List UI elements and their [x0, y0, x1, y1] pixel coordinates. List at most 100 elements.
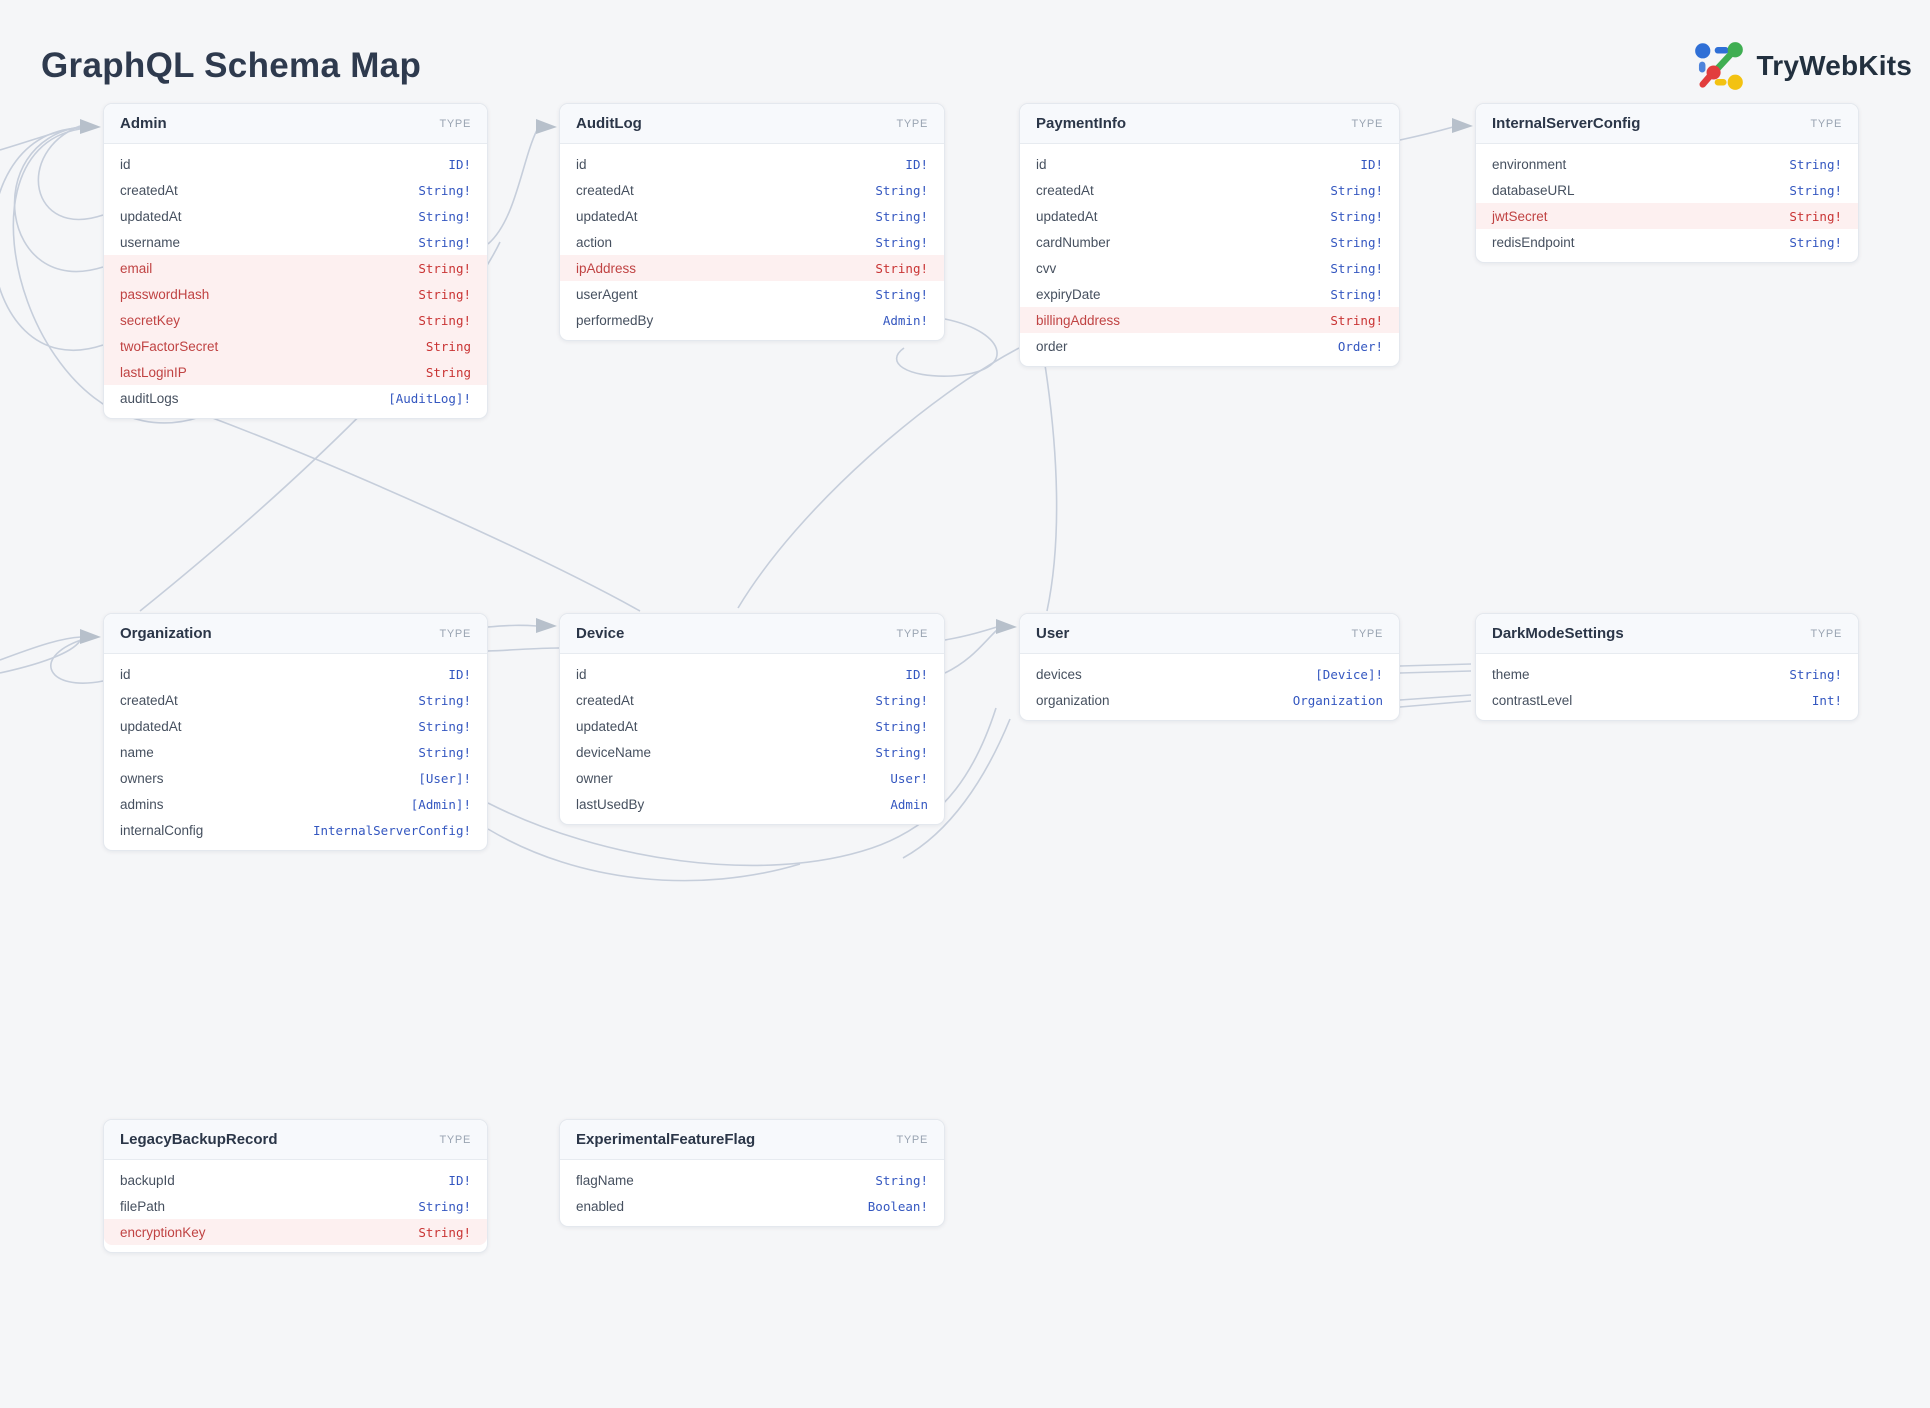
- field-row-auditlog-id[interactable]: idID!: [560, 151, 944, 177]
- field-row-admin-twoFactorSecret[interactable]: twoFactorSecret String: [104, 333, 487, 359]
- field-row-paymentinfo-cvv[interactable]: cvvString!: [1020, 255, 1399, 281]
- field-row-auditlog-performedBy[interactable]: performedByAdmin!: [560, 307, 944, 333]
- field-row-auditlog-updatedAt[interactable]: updatedAt String!: [560, 203, 944, 229]
- field-row-paymentinfo-cardNumber[interactable]: cardNumberString!: [1020, 229, 1399, 255]
- field-row-organization-internalConfig[interactable]: internalConfigInternalServerConfig!: [104, 817, 487, 843]
- entity-card-header: LegacyBackupRecordTYPE: [104, 1120, 487, 1160]
- field-row-auditlog-createdAt[interactable]: createdAtString!: [560, 177, 944, 203]
- field-row-legacybackuprecord-backupId[interactable]: backupIdID!: [104, 1167, 487, 1193]
- field-name: username: [120, 235, 180, 250]
- field-row-device-createdAt[interactable]: createdAtString!: [560, 687, 944, 713]
- entity-name: User: [1036, 625, 1069, 642]
- entity-card-user[interactable]: User TYPE devices[Device]!organizationOrga…: [1019, 613, 1400, 721]
- field-row-user-devices[interactable]: devices[Device]!: [1020, 661, 1399, 687]
- entity-card-paymentinfo[interactable]: PaymentInfoTYPEidID!createdAtString!upda…: [1019, 103, 1400, 367]
- field-row-admin-passwordHash[interactable]: passwordHashString!: [104, 281, 487, 307]
- field-type: String!: [875, 693, 928, 708]
- field-row-organization-id[interactable]: idID!: [104, 661, 487, 687]
- entity-card-darkmodesettings[interactable]: DarkModeSettingsTYPEthemeString!contrast…: [1475, 613, 1859, 721]
- field-type: String!: [418, 745, 471, 760]
- entity-card-internalserverconfig[interactable]: InternalServerConfigTYPEenvironmentStrin…: [1475, 103, 1859, 263]
- field-row-admin-updatedAt[interactable]: updatedAtString!: [104, 203, 487, 229]
- field-row-organization-updatedAt[interactable]: updatedAtString!: [104, 713, 487, 739]
- type-column-label: TYPE: [1351, 118, 1383, 130]
- field-name: id: [576, 667, 587, 682]
- entity-card-device[interactable]: DeviceTYPEidID!createdAtString!updatedAt…: [559, 613, 945, 825]
- entity-card-auditlog[interactable]: AuditLogTYPEidID!createdAtString!updated…: [559, 103, 945, 341]
- field-row-internalserverconfig-redisEndpoint[interactable]: redisEndpointString!: [1476, 229, 1858, 255]
- connector-edge: [0, 637, 81, 660]
- field-row-paymentinfo-order[interactable]: orderOrder!: [1020, 333, 1399, 359]
- field-row-paymentinfo-id[interactable]: idID!: [1020, 151, 1399, 177]
- connector-arrowhead-icon: [536, 119, 557, 134]
- field-row-auditlog-ipAddress[interactable]: ipAddressString!: [560, 255, 944, 281]
- type-column-label: TYPE: [1810, 118, 1842, 130]
- field-type: ID!: [905, 157, 928, 172]
- field-row-device-owner[interactable]: ownerUser!: [560, 765, 944, 791]
- entity-card-experimentalfeatureflag[interactable]: ExperimentalFeatureFlagTYPEflagNameStrin…: [559, 1119, 945, 1227]
- type-column-label: TYPE: [439, 628, 471, 640]
- field-row-experimentalfeatureflag-enabled[interactable]: enabledBoolean!: [560, 1193, 944, 1219]
- field-row-legacybackuprecord-encryptionKey[interactable]: encryptionKeyString!: [104, 1219, 487, 1245]
- field-row-device-deviceName[interactable]: deviceNameString!: [560, 739, 944, 765]
- field-type: String!: [875, 209, 928, 224]
- field-row-internalserverconfig-databaseURL[interactable]: databaseURLString!: [1476, 177, 1858, 203]
- field-row-admin-secretKey[interactable]: secretKeyString!: [104, 307, 487, 333]
- field-row-internalserverconfig-environment[interactable]: environmentString!: [1476, 151, 1858, 177]
- field-name: flagName: [576, 1173, 634, 1188]
- field-row-darkmodesettings-contrastLevel[interactable]: contrastLevelInt!: [1476, 687, 1858, 713]
- field-name: createdAt: [120, 183, 178, 198]
- field-row-admin-lastLoginIP[interactable]: lastLoginIPString: [104, 359, 487, 385]
- entity-card-legacybackuprecord[interactable]: LegacyBackupRecordTYPE backupIdID!filePat…: [103, 1119, 488, 1253]
- entity-card-admin[interactable]: AdminTYPEidID!createdAtString!updatedAtS…: [103, 103, 488, 419]
- field-name: updatedAt: [576, 209, 638, 224]
- field-row-paymentinfo-expiryDate[interactable]: expiryDateString!: [1020, 281, 1399, 307]
- field-type: [AuditLog]!: [388, 391, 471, 406]
- field-row-paymentinfo-createdAt[interactable]: createdAtString!: [1020, 177, 1399, 203]
- page-title: GraphQL Schema Map: [41, 46, 421, 86]
- entity-name: ExperimentalFeatureFlag: [576, 1131, 755, 1148]
- field-name: enabled: [576, 1199, 624, 1214]
- field-list: environmentString!databaseURLString!jwtS…: [1476, 144, 1858, 262]
- field-type: String!: [1330, 287, 1383, 302]
- field-row-organization-name[interactable]: nameString!: [104, 739, 487, 765]
- field-row-auditlog-action[interactable]: actionString!: [560, 229, 944, 255]
- field-row-admin-createdAt[interactable]: createdAtString!: [104, 177, 487, 203]
- field-row-organization-admins[interactable]: admins[Admin]!: [104, 791, 487, 817]
- field-name: action: [576, 235, 612, 250]
- field-row-legacybackuprecord-filePath[interactable]: filePathString!: [104, 1193, 487, 1219]
- field-type: String: [426, 339, 471, 354]
- entity-card-organization[interactable]: Organization TYPE idID!createdAtString!upd…: [103, 613, 488, 851]
- field-row-admin-username[interactable]: usernameString!: [104, 229, 487, 255]
- field-row-internalserverconfig-jwtSecret[interactable]: jwtSecretString!: [1476, 203, 1858, 229]
- brand-icon: [1693, 40, 1745, 92]
- entity-card-header: AuditLogTYPE: [560, 104, 944, 144]
- field-list: flagNameString!enabledBoolean!: [560, 1160, 944, 1226]
- connector-edge: [1045, 365, 1057, 611]
- field-row-organization-owners[interactable]: owners[User]!: [104, 765, 487, 791]
- field-row-device-updatedAt[interactable]: updatedAtString!: [560, 713, 944, 739]
- field-row-user-organization[interactable]: organizationOrganization: [1020, 687, 1399, 713]
- field-row-experimentalfeatureflag-flagName[interactable]: flagNameString!: [560, 1167, 944, 1193]
- field-row-device-lastUsedBy[interactable]: lastUsedByAdmin: [560, 791, 944, 817]
- entity-name: Device: [576, 625, 624, 642]
- field-row-paymentinfo-updatedAt[interactable]: updatedAtString!: [1020, 203, 1399, 229]
- field-name: userAgent: [576, 287, 638, 302]
- field-name: updatedAt: [576, 719, 638, 734]
- field-row-device-id[interactable]: idID!: [560, 661, 944, 687]
- type-column-label: TYPE: [896, 628, 928, 640]
- connector-arrowhead-icon: [536, 618, 557, 633]
- field-row-auditlog-userAgent[interactable]: userAgentString!: [560, 281, 944, 307]
- field-row-admin-email[interactable]: emailString!: [104, 255, 487, 281]
- field-row-admin-id[interactable]: idID!: [104, 151, 487, 177]
- field-row-organization-createdAt[interactable]: createdAtString!: [104, 687, 487, 713]
- field-row-admin-auditLogs[interactable]: auditLogs[AuditLog]!: [104, 385, 487, 411]
- field-type: Organization: [1293, 693, 1383, 708]
- field-name: twoFactorSecret: [120, 339, 218, 354]
- entity-name: Organization: [120, 625, 212, 642]
- connector-edge: [51, 640, 103, 683]
- connector-arrowhead-icon: [996, 619, 1017, 634]
- type-column-label: TYPE: [1351, 628, 1383, 640]
- field-row-darkmodesettings-theme[interactable]: themeString!: [1476, 661, 1858, 687]
- field-row-paymentinfo-billingAddress[interactable]: billingAddressString!: [1020, 307, 1399, 333]
